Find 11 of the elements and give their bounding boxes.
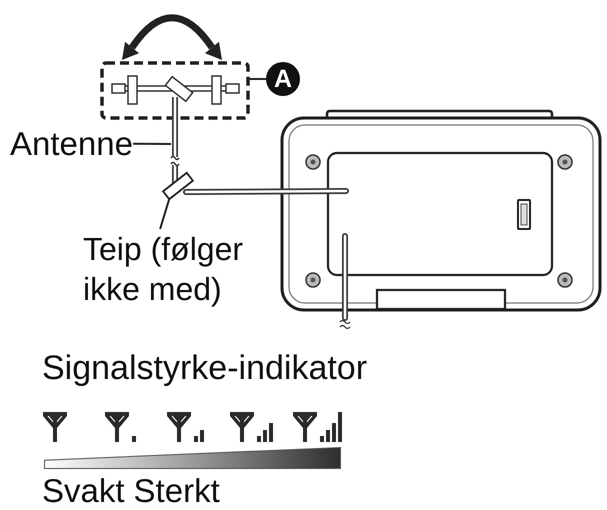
strong-end-label: Sterkt <box>134 474 220 507</box>
part-label: Teip (følger ikke med) <box>83 229 268 309</box>
leader-line <box>133 142 171 145</box>
leader-line <box>248 78 266 80</box>
callout-marker: A <box>266 62 300 96</box>
leader-line <box>159 198 170 230</box>
part-label: Antenne <box>10 127 133 160</box>
strength-gradient-bar <box>44 446 341 469</box>
indicator-heading: Signalstyrke-indikator <box>42 351 368 385</box>
dashed-frame <box>100 61 250 120</box>
weak-end-label: Svakt <box>42 474 125 507</box>
